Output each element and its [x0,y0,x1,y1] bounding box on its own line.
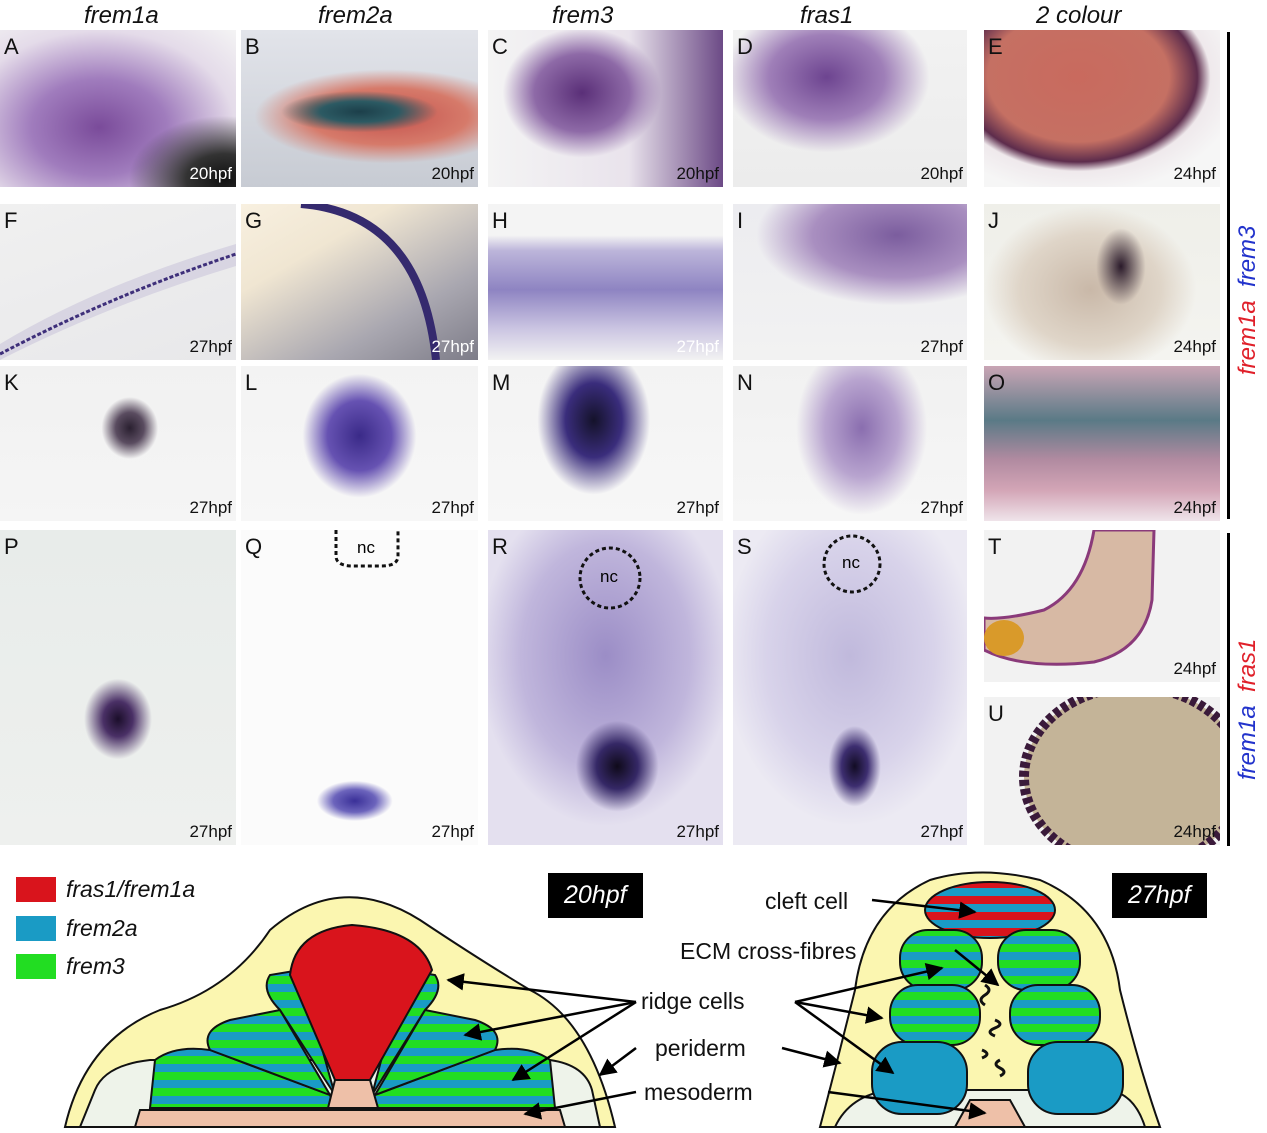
panel-F: F 27hpf [0,204,236,360]
stage-label: 24hpf [1173,659,1216,678]
notochord-label: nc [600,567,618,586]
panel-S: nc S 27hpf [733,530,967,845]
side-label-frem1a: frem1a [1234,300,1261,375]
annotation-mesoderm: mesoderm [644,1079,753,1105]
stage-label: 20hpf [920,164,963,183]
panel-K: K 27hpf [0,366,236,521]
column-header-frem2a: frem2a [318,2,393,29]
panel-label: R [492,534,508,559]
side-label-frem3: frem3 [1234,225,1261,287]
stage-label: 27hpf [189,337,232,356]
legend-frem2a: frem2a [16,915,138,942]
lower-bracket [1227,533,1230,846]
legend-frem3: frem3 [16,953,125,980]
stage-label: 24hpf [1173,164,1216,183]
panel-label: O [988,370,1006,395]
panel-M: M 27hpf [488,366,723,521]
legend-label: frem3 [66,953,125,979]
legend-label: frem2a [66,915,138,941]
panel-label: N [737,370,753,395]
legend-fras1-frem1a: fras1/frem1a [16,876,195,903]
panel-label: U [988,701,1004,726]
panel-N: N 27hpf [733,366,967,521]
legend-label: fras1/frem1a [66,876,196,902]
side-label-frem1a: frem1a [1234,705,1261,780]
legend-swatch [16,916,56,941]
legend-swatch [16,954,56,979]
upper-bracket [1227,32,1230,519]
panel-A: A 20hpf [0,30,236,187]
panel-label: M [492,370,511,395]
stage-label: 27hpf [431,822,474,841]
panel-label: J [988,208,999,233]
stage-label: 27hpf [920,498,963,517]
column-header-frem3: frem3 [552,2,614,29]
panel-label: I [737,208,744,233]
stage-label: 27hpf [920,337,963,356]
stage-label: 20hpf [431,164,474,183]
stage-box-27hpf: 27hpf [1112,873,1207,918]
panel-label: S [737,534,752,559]
panel-J: J 24hpf [984,204,1220,360]
stage-label: 27hpf [676,822,719,841]
panel-label: T [988,534,1002,559]
column-header-2colour: 2 colour [1036,2,1122,29]
lower-side-label: frem1a fras1 [1234,580,1262,780]
column-header-frem1a: frem1a [84,2,159,29]
panel-label: K [4,370,19,395]
annotation-ecm: ECM cross-fibres [680,938,857,964]
panel-H: H 27hpf [488,204,723,360]
panel-label: A [4,34,19,59]
panel-P: P 27hpf [0,530,236,845]
stage-label: 27hpf [431,337,474,356]
panel-U: U 24hpf [984,697,1220,845]
notochord-label: nc [357,538,375,557]
panel-label: P [4,534,19,559]
stage-box-20hpf: 20hpf [548,873,643,918]
panel-B: B 20hpf [241,30,478,187]
stage-label: 27hpf [189,822,232,841]
stage-label: 24hpf [1173,337,1216,356]
panel-I: I 27hpf [733,204,967,360]
panel-G: G 27hpf [241,204,478,360]
stage-label: 24hpf [1173,498,1216,517]
panel-O: O 24hpf [984,366,1220,521]
panel-label: C [492,34,508,59]
column-header-fras1: fras1 [800,2,854,29]
panel-label: H [492,208,508,233]
schematic-20hpf [63,896,617,1128]
panel-L: L 27hpf [241,366,478,521]
stage-label: 27hpf [920,822,963,841]
panel-C: C 20hpf [488,30,723,187]
panel-label: L [245,370,258,395]
notochord-label: nc [842,553,860,572]
stage-label: 24hpf [1173,822,1216,841]
side-label-fras1: fras1 [1234,638,1261,692]
panel-label: B [245,34,260,59]
panel-label: F [4,208,18,233]
legend-swatch [16,877,56,902]
panel-label: D [737,34,753,59]
annotation-cleft-cell: cleft cell [765,888,849,914]
stage-label: 27hpf [676,337,719,356]
panel-D: D 20hpf [733,30,967,187]
stage-label: 27hpf [676,498,719,517]
annotation-ridge-cells: ridge cells [641,988,745,1014]
panel-label: Q [245,534,263,559]
stage-label: 20hpf [189,164,232,183]
stage-label: 27hpf [431,498,474,517]
upper-side-label: frem1a frem3 [1234,175,1262,375]
panel-label: E [988,34,1003,59]
annotation-periderm: periderm [655,1035,746,1061]
panel-E: E 24hpf [984,30,1220,187]
panel-T: T 24hpf [984,530,1220,682]
panel-Q: nc Q 27hpf [241,530,478,845]
stage-label: 20hpf [676,164,719,183]
stage-label: 27hpf [189,498,232,517]
panel-label: G [245,208,263,233]
panel-R: nc R 27hpf [488,530,723,845]
schematic-27hpf [818,871,1162,1128]
